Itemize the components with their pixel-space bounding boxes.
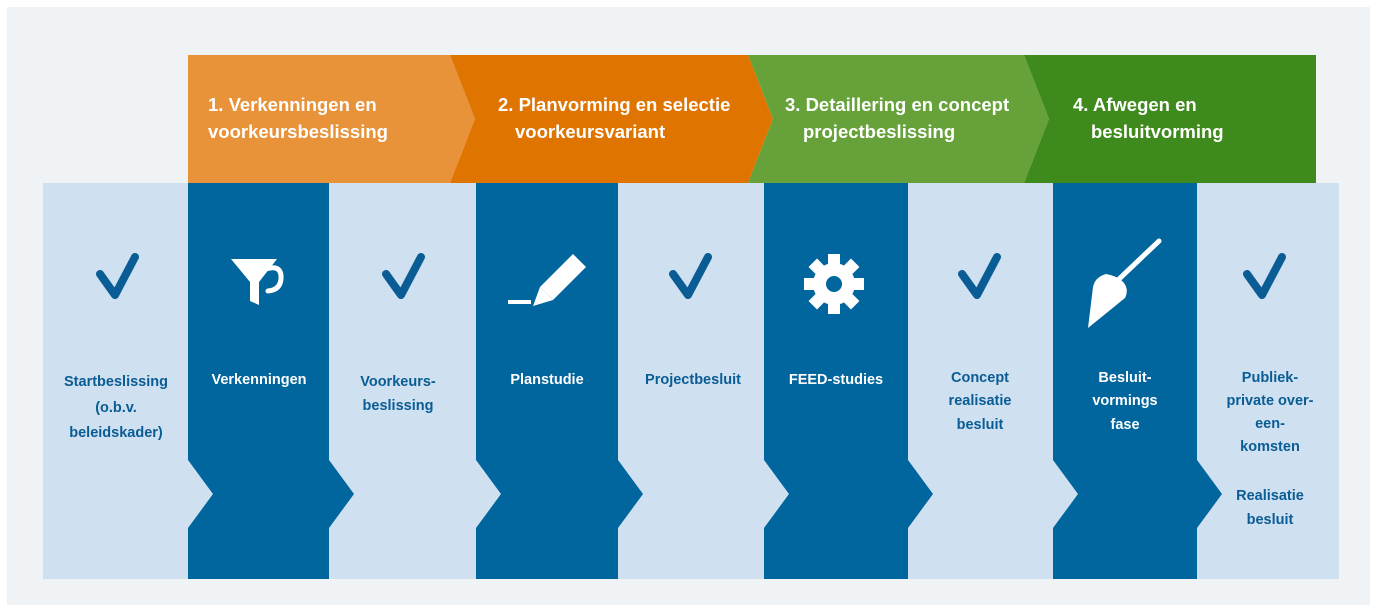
- phase-1-banner: [188, 55, 475, 183]
- col-verkenningen-line1: Verkenningen: [211, 372, 306, 388]
- phase-1-title-line1: 1. Verkenningen en: [208, 94, 377, 115]
- phase-2-banner: [450, 55, 773, 183]
- checkmark-icon: [96, 253, 139, 299]
- checkmark-icon: [958, 253, 1001, 299]
- phase-1-title-line2: voorkeursbeslissing: [208, 121, 388, 142]
- phase-4-banner: [1024, 55, 1316, 183]
- col-realisatie-line1: Realisatie: [1236, 488, 1304, 504]
- col-voorkeursbeslissing-line2: beslissing: [363, 398, 434, 414]
- col-realisatie-line2: besluit: [1247, 512, 1294, 528]
- column-verkenningen: [188, 183, 354, 579]
- phase-4-title-line1: 4. Afwegen en: [1073, 94, 1197, 115]
- col-voorkeursbeslissing-line1: Voorkeurs-: [360, 374, 436, 390]
- col-projectbesluit-line1: Projectbesluit: [645, 372, 741, 388]
- phase-2-title-line2: voorkeursvariant: [515, 121, 665, 142]
- column-planstudie: [476, 183, 643, 579]
- col-startbeslissing-line3: beleidskader): [69, 425, 163, 441]
- phase-3-title-line1: 3. Detaillering en concept: [785, 94, 1009, 115]
- phase-3-banner: [748, 55, 1049, 183]
- pencil-icon: [508, 254, 586, 306]
- checkmark-icon: [1243, 253, 1286, 299]
- col-publiek-private-line4: komsten: [1240, 439, 1300, 455]
- col-planstudie-line1: Planstudie: [510, 372, 583, 388]
- phase-2-title-line1: 2. Planvorming en selectie: [498, 94, 730, 115]
- col-besluitvorming-line1: Besluit-: [1098, 370, 1151, 386]
- col-besluitvorming-line2: vormings: [1092, 393, 1157, 409]
- col-feed-studies-line1: FEED-studies: [789, 372, 883, 388]
- trowel-icon: [1088, 238, 1162, 328]
- phase-4-title-line2: besluitvorming: [1091, 121, 1224, 142]
- checkmark-icon: [669, 253, 712, 299]
- gear-icon: [804, 254, 864, 314]
- col-besluitvorming-line3: fase: [1110, 417, 1139, 433]
- col-startbeslissing-line1: Startbeslissing: [64, 374, 168, 390]
- col-publiek-private-line3: een-: [1255, 416, 1285, 432]
- phase-3-title-line2: projectbeslissing: [803, 121, 955, 142]
- col-concept-line1: Concept: [951, 370, 1009, 386]
- col-concept-line3: besluit: [957, 417, 1004, 433]
- funnel-icon: [231, 259, 284, 305]
- col-startbeslissing-line2: (o.b.v.: [95, 400, 137, 416]
- col-publiek-private-line2: private over-: [1226, 393, 1313, 409]
- checkmark-icon: [382, 253, 425, 299]
- col-publiek-private-line1: Publiek-: [1242, 370, 1299, 386]
- col-concept-line2: realisatie: [949, 393, 1012, 409]
